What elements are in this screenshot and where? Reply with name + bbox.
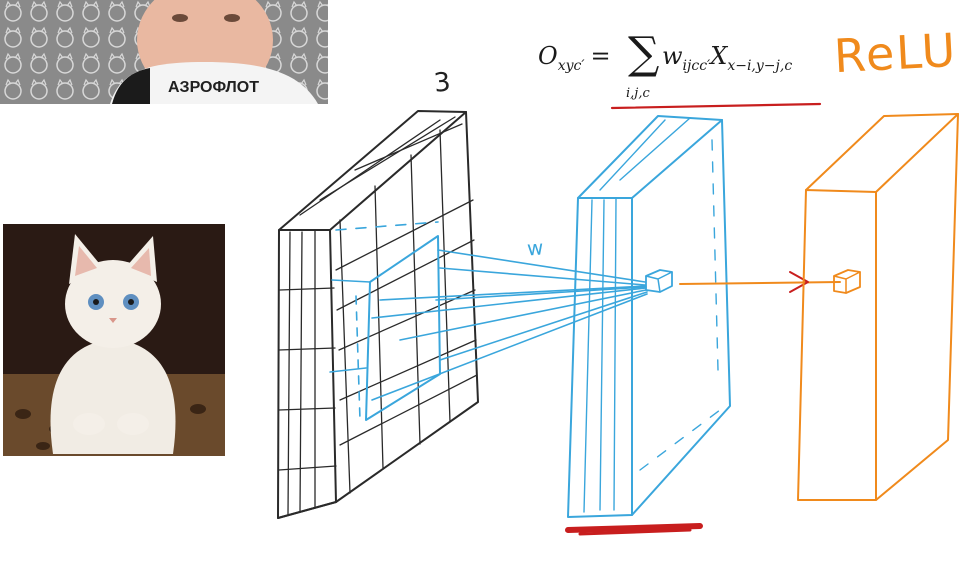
- layer-underline: [565, 523, 703, 533]
- channels-label: 3: [432, 67, 453, 99]
- conv-output-volume: [567, 115, 731, 518]
- relu-label: ReLU: [832, 22, 959, 84]
- kitten-photo: [3, 224, 225, 456]
- formula-output: Oxyc′: [538, 42, 585, 74]
- relu-arrow: [679, 281, 841, 285]
- sum-subscript: i,j,c: [626, 86, 650, 101]
- formula-underline: [610, 102, 822, 110]
- weights-label: w: [526, 235, 545, 261]
- convolution-formula: Oxyc′= ∑ i,j,c wijcc′Xx−i,y−j,c: [538, 32, 792, 102]
- shirt-logo: АЗРОФЛОТ: [168, 79, 259, 96]
- weight-connections: [371, 249, 648, 401]
- relu-output-volume: [797, 113, 959, 501]
- webcam-video-overlay: АЗРОФЛОТ: [0, 0, 328, 104]
- formula-term: wijcc′Xx−i,y−j,c: [662, 42, 793, 74]
- sum-symbol: ∑: [628, 28, 660, 79]
- input-volume: [277, 110, 479, 519]
- formula-equals: =: [590, 42, 611, 70]
